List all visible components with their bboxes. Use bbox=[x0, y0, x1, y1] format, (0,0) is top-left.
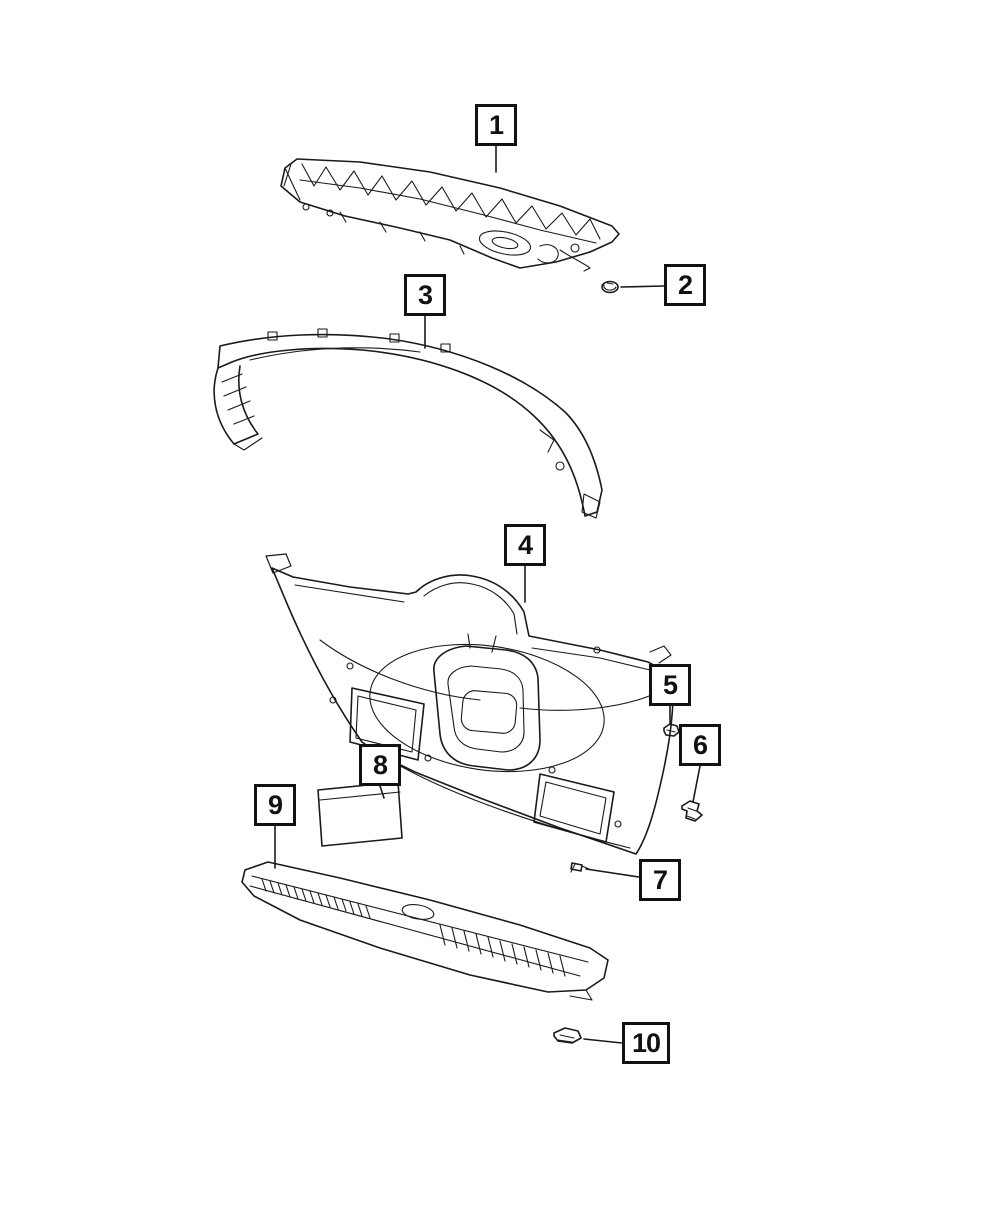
leader-line-7 bbox=[585, 868, 640, 878]
callout-9-label: 9 bbox=[267, 789, 283, 820]
part-4-liftgate-panel-drawing bbox=[265, 553, 674, 855]
part-9-scuff-plate-drawing bbox=[241, 861, 609, 1001]
callout-8-label: 8 bbox=[372, 749, 388, 780]
callout-2[interactable]: 2 bbox=[664, 264, 706, 306]
callout-7-label: 7 bbox=[652, 864, 668, 895]
callout-4-label: 4 bbox=[517, 529, 533, 560]
callout-2-label: 2 bbox=[677, 269, 693, 300]
callout-6[interactable]: 6 bbox=[679, 724, 721, 766]
part-3-pillar-trim-drawing bbox=[213, 328, 603, 519]
part-6-clip-drawing bbox=[681, 800, 703, 822]
callout-5-label: 5 bbox=[662, 669, 678, 700]
part-10-clip-drawing bbox=[553, 1027, 582, 1044]
callout-5[interactable]: 5 bbox=[649, 664, 691, 706]
leader-line-8 bbox=[379, 785, 385, 799]
callout-10[interactable]: 10 bbox=[622, 1022, 670, 1064]
callout-6-label: 6 bbox=[692, 729, 708, 760]
leader-line-6 bbox=[692, 765, 701, 803]
part-8-access-cover-drawing bbox=[317, 781, 403, 847]
leader-line-2 bbox=[620, 285, 665, 288]
callout-1[interactable]: 1 bbox=[475, 104, 517, 146]
callout-10-label: 10 bbox=[631, 1027, 661, 1058]
part-1-upper-trim-panel-drawing bbox=[280, 158, 620, 272]
callout-9[interactable]: 9 bbox=[254, 784, 296, 826]
callout-7[interactable]: 7 bbox=[639, 859, 681, 901]
part-7-screw-drawing bbox=[570, 862, 590, 873]
callout-8[interactable]: 8 bbox=[359, 744, 401, 786]
leader-line-10 bbox=[583, 1038, 623, 1044]
part-5-clip-drawing bbox=[663, 723, 680, 737]
callout-3-label: 3 bbox=[417, 279, 433, 310]
callout-4[interactable]: 4 bbox=[504, 524, 546, 566]
part-2-clip-drawing bbox=[601, 280, 619, 294]
callout-1-label: 1 bbox=[488, 109, 504, 140]
callout-3[interactable]: 3 bbox=[404, 274, 446, 316]
